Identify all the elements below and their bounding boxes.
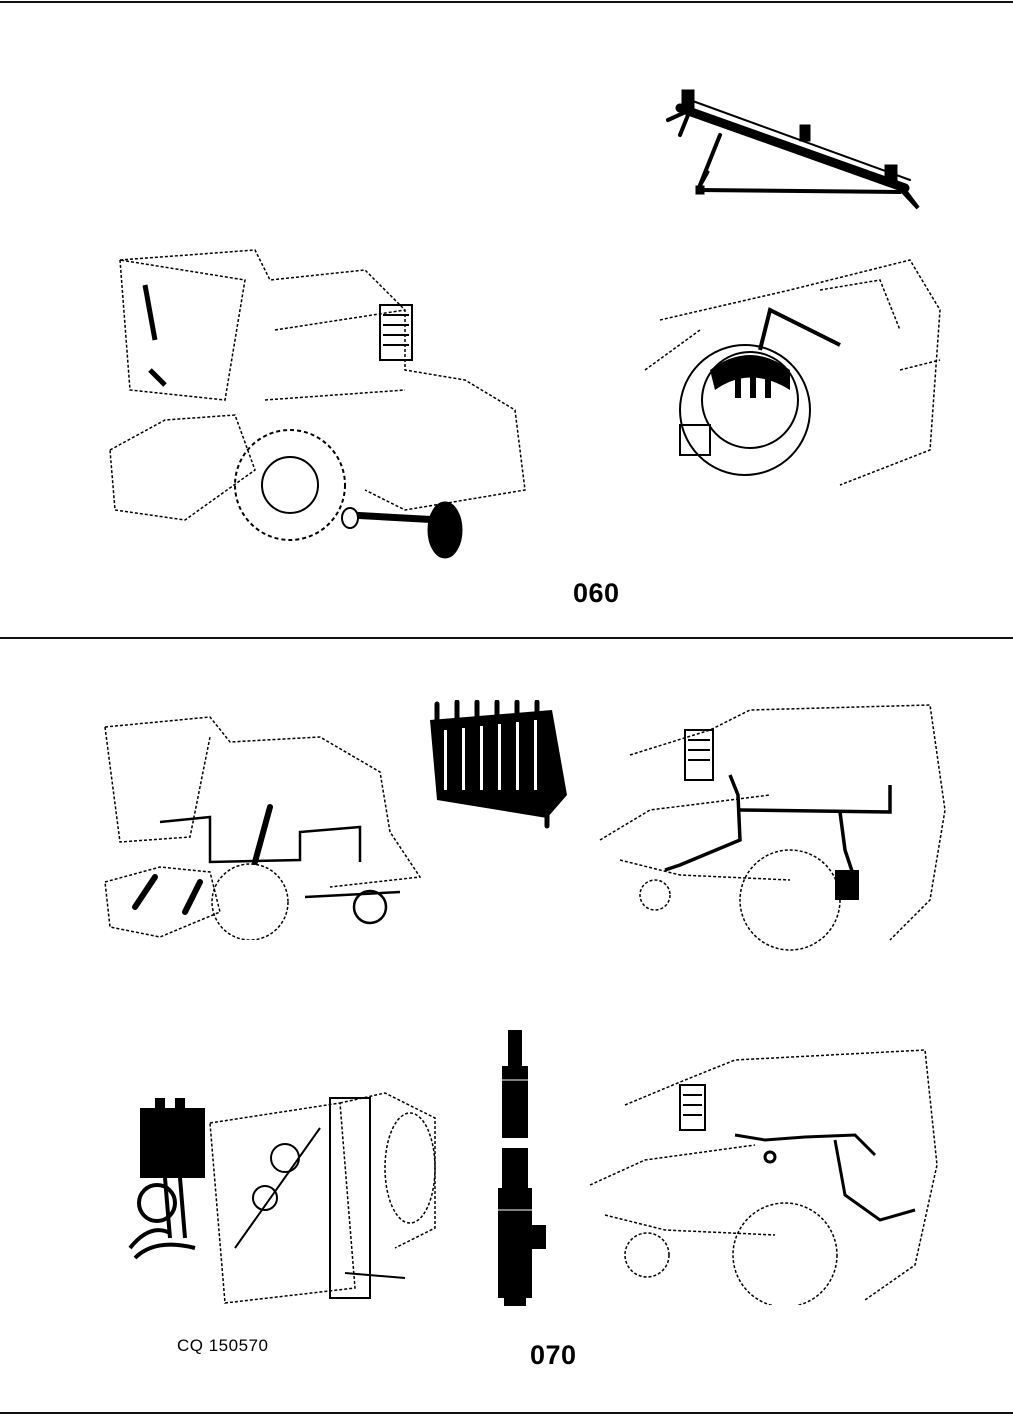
drum-pulley-illustration	[640, 250, 945, 490]
combine-harvester-icon	[100, 712, 430, 940]
header-bar-icon	[660, 80, 925, 215]
hydraulic-cylinder-icon	[492, 1030, 552, 1308]
combine-hydraulic-lines-illustration	[100, 712, 430, 940]
hydraulic-cylinder-illustration	[492, 1030, 552, 1308]
bottom-rule	[0, 1412, 1013, 1414]
section-number-070: 070	[530, 1340, 577, 1371]
combine-steering-lines-illustration	[590, 700, 950, 955]
reference-code: CQ 150570	[177, 1336, 268, 1356]
middle-rule	[0, 637, 1013, 639]
combine-harvester-icon	[590, 700, 950, 955]
valve-block-icon	[422, 700, 572, 830]
header-bar-illustration	[660, 80, 925, 215]
combine-with-axle-illustration	[105, 240, 535, 560]
drum-pulley-icon	[640, 250, 945, 490]
top-rule	[0, 1, 1013, 3]
control-valve-block-illustration	[422, 700, 572, 830]
engine-hydraulic-pump-illustration	[125, 1088, 445, 1308]
engine-icon	[125, 1088, 445, 1308]
combine-rear-lines-illustration	[585, 1045, 940, 1305]
section-number-060: 060	[573, 578, 620, 609]
combine-harvester-icon	[105, 240, 535, 560]
combine-harvester-icon	[585, 1045, 940, 1305]
